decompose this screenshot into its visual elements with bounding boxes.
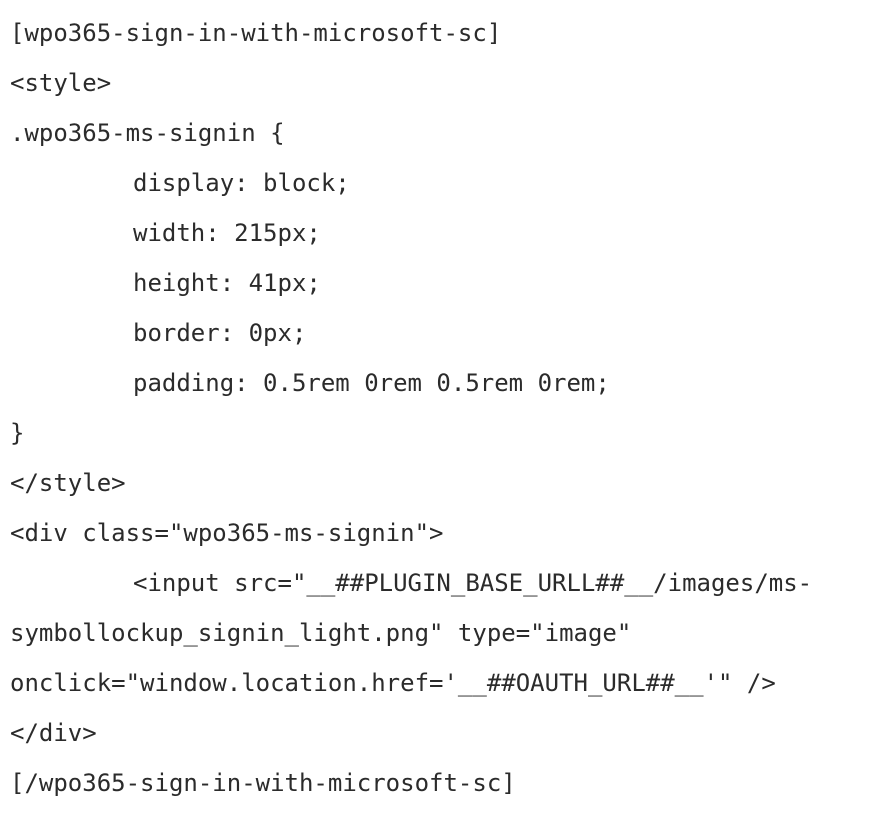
code-line-13: symbollockup_signin_light.png" type="ima… xyxy=(10,619,632,647)
code-line-8: padding: 0.5rem 0rem 0.5rem 0rem; xyxy=(133,369,610,397)
code-line-15: </div> xyxy=(10,719,97,747)
code-line-12: <input src="__##PLUGIN_BASE_URLL##__/ima… xyxy=(133,569,813,597)
code-line-10: </style> xyxy=(10,469,126,497)
code-line-14: onclick="window.location.href='__##OAUTH… xyxy=(10,669,776,697)
code-line-6: height: 41px; xyxy=(133,269,321,297)
code-line-7: border: 0px; xyxy=(133,319,307,347)
code-line-1: [wpo365-sign-in-with-microsoft-sc] xyxy=(10,19,502,47)
code-snippet: [wpo365-sign-in-with-microsoft-sc] <styl… xyxy=(10,8,881,808)
code-line-16: [/wpo365-sign-in-with-microsoft-sc] xyxy=(10,769,516,797)
code-line-5: width: 215px; xyxy=(133,219,321,247)
code-line-4: display: block; xyxy=(133,169,350,197)
code-line-3: .wpo365-ms-signin { xyxy=(10,119,285,147)
code-line-2: <style> xyxy=(10,69,112,97)
code-line-11: <div class="wpo365-ms-signin"> xyxy=(10,519,444,547)
code-line-9: } xyxy=(10,419,25,447)
